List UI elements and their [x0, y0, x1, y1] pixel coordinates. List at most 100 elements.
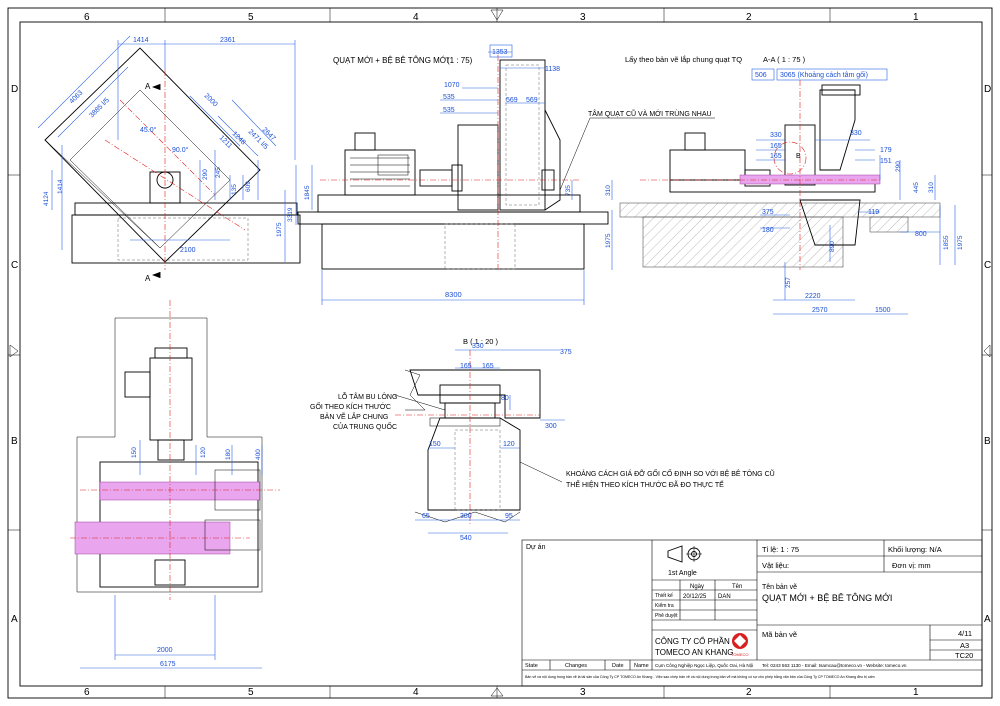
row-label-b-right: B [984, 436, 991, 447]
drawing-code-label: Mã bản vẽ [762, 630, 797, 639]
col-label-3-bottom: 3 [580, 687, 586, 698]
date-header: Ngày [690, 584, 704, 590]
dim-3065: 3065 (Khoảng cách tâm gối) [780, 70, 868, 79]
col-label-4: 4 [413, 12, 419, 23]
section-mark-a-top: A [145, 82, 151, 91]
note-bolt-line-2: GỐI THEO KÍCH THƯỚC [310, 401, 391, 411]
dim-1845: 1845 [304, 185, 311, 200]
view-scale: (1 : 75) [447, 56, 473, 65]
dim-2000-angled: 2000 [203, 92, 219, 108]
sheet-border: 6 5 4 3 2 1 6 5 4 3 2 1 D C B A D C B A [7, 7, 993, 699]
sheet-number: 4/11 [958, 629, 972, 638]
row-label-c: C [11, 260, 18, 271]
project-label: Dự án [526, 544, 546, 551]
dim-375-detail: 375 [560, 349, 572, 356]
approved-label: Phê duyệt [655, 613, 678, 619]
dim-330-r: 330 [850, 130, 862, 137]
view-side-angled-duct: A A 1414 2361 4063 388 [37, 35, 301, 283]
dim-890: 890 [829, 241, 836, 252]
rev-header-date: Date [612, 663, 624, 669]
row-label-d: D [11, 84, 18, 95]
dim-290: 290 [895, 161, 902, 172]
col-label-3: 3 [580, 12, 586, 23]
drawn-name: DAN [718, 594, 731, 600]
col-label-5: 5 [248, 12, 254, 23]
dim-2100: 2100 [180, 247, 196, 254]
detail-label-b: B [796, 153, 801, 160]
dim-310-r: 310 [928, 182, 935, 193]
note-bolt-line-4: CỦA TRUNG QUỐC [333, 421, 397, 431]
dim-330-detail: 330 [472, 343, 484, 350]
dim-400: 400 [255, 449, 262, 460]
note-bolt-line-1: LỖ TÂM BU LÔNG [338, 392, 397, 401]
company-contact: Tel: 0243 563 1130 - Email: tsamcau@tome… [762, 663, 907, 668]
dim-540-detail: 540 [460, 535, 472, 542]
dim-609: 609 [245, 181, 252, 192]
dim-1414-top: 1414 [133, 37, 149, 44]
dim-179: 179 [880, 147, 892, 154]
dim-445: 445 [913, 182, 920, 193]
dim-2220: 2220 [805, 293, 821, 300]
dim-1975-center: 1975 [605, 233, 612, 248]
col-label-2-bottom: 2 [746, 687, 752, 698]
row-label-c-right: C [984, 260, 991, 271]
dim-330-l: 330 [770, 132, 782, 139]
section-mark-a-bottom: A [145, 274, 151, 283]
dim-4124: 4124 [43, 191, 50, 206]
dim-569-a: 569 [506, 97, 518, 104]
note-height-line-1: KHOẢNG CÁCH GIÁ ĐỠ GỐI CỐ ĐỊNH SO VỚI BỆ… [566, 468, 775, 478]
note-height-line-2: THỂ HIỆN THEO KÍCH THƯỚC ĐÃ ĐO THỰC TẾ [566, 479, 724, 489]
dim-310: 310 [605, 185, 612, 196]
note-fan-center: TÂM QUẠT CŨ VÀ MỚI TRÙNG NHAU [588, 109, 712, 118]
dim-165-b: 165 [770, 153, 782, 160]
row-label-d-right: D [984, 84, 991, 95]
company-line-2: TOMECO AN KHANG [655, 648, 734, 657]
row-label-a: A [11, 614, 18, 625]
col-label-1: 1 [913, 12, 919, 23]
dim-180: 180 [225, 449, 232, 460]
view-plan: 150 120 180 400 2000 6175 [70, 300, 280, 669]
dim-165-detail-b: 165 [482, 363, 494, 370]
dim-135: 135 [231, 184, 238, 195]
drawing-name: QUẠT MỚI + BỆ BÊ TÔNG MỚI [762, 593, 892, 603]
dim-300-detail: 300 [545, 423, 557, 430]
drawing-name-label: Tên bản vẽ [762, 584, 797, 591]
dim-735: 735 [565, 185, 572, 196]
dim-1414-left: 1414 [57, 179, 64, 194]
dim-95-detail: 95 [505, 513, 513, 520]
row-label-b: B [11, 436, 18, 447]
dim-375: 375 [762, 209, 774, 216]
view-detail-b: B ( 1 : 20 ) 330 375 165 165 80 300 150 … [310, 337, 775, 542]
title-block: Dự án 1st Angle Tỉ lệ: 1 : 75 Khối lượng… [521, 539, 983, 687]
dim-6175: 6175 [160, 661, 176, 668]
logo-text: TOMECO [731, 652, 748, 657]
unit-label: Đơn vị: mm [892, 561, 931, 570]
drawn-by-label: Thiết kế [655, 593, 673, 599]
dim-120: 120 [200, 447, 207, 458]
col-label-2: 2 [746, 12, 752, 23]
dim-2570: 2570 [812, 307, 828, 314]
col-label-5-bottom: 5 [248, 687, 254, 698]
dim-569-b: 569 [526, 97, 538, 104]
projection-symbol-icon [667, 545, 702, 563]
dim-150: 150 [131, 447, 138, 458]
dim-257: 257 [785, 277, 792, 288]
dim-3885: 3885 l/5 [88, 97, 111, 120]
scale-label: Tỉ lệ: 1 : 75 [762, 545, 799, 554]
section-title: A-A ( 1 : 75 ) [763, 55, 806, 64]
col-label-6-bottom: 6 [84, 687, 90, 698]
dim-1138: 1138 [545, 66, 560, 73]
dim-800: 800 [915, 231, 927, 238]
view-section-a-a: Lấy theo bản vẽ lắp chung quạt TQ A-A ( … [619, 55, 964, 315]
rev-header-name: Name [634, 663, 649, 669]
revision-code: TC20 [955, 651, 973, 660]
company-logo-icon: TOMECO [731, 633, 748, 657]
dim-119: 119 [868, 209, 879, 216]
dim-2000: 2000 [157, 647, 173, 654]
dim-1975-left: 1975 [276, 222, 283, 237]
dim-165-a: 165 [770, 143, 782, 150]
mass-label: Khối lượng: N/A [888, 545, 942, 554]
paper-size: A3 [960, 641, 969, 650]
row-label-a-right: A [984, 614, 991, 625]
